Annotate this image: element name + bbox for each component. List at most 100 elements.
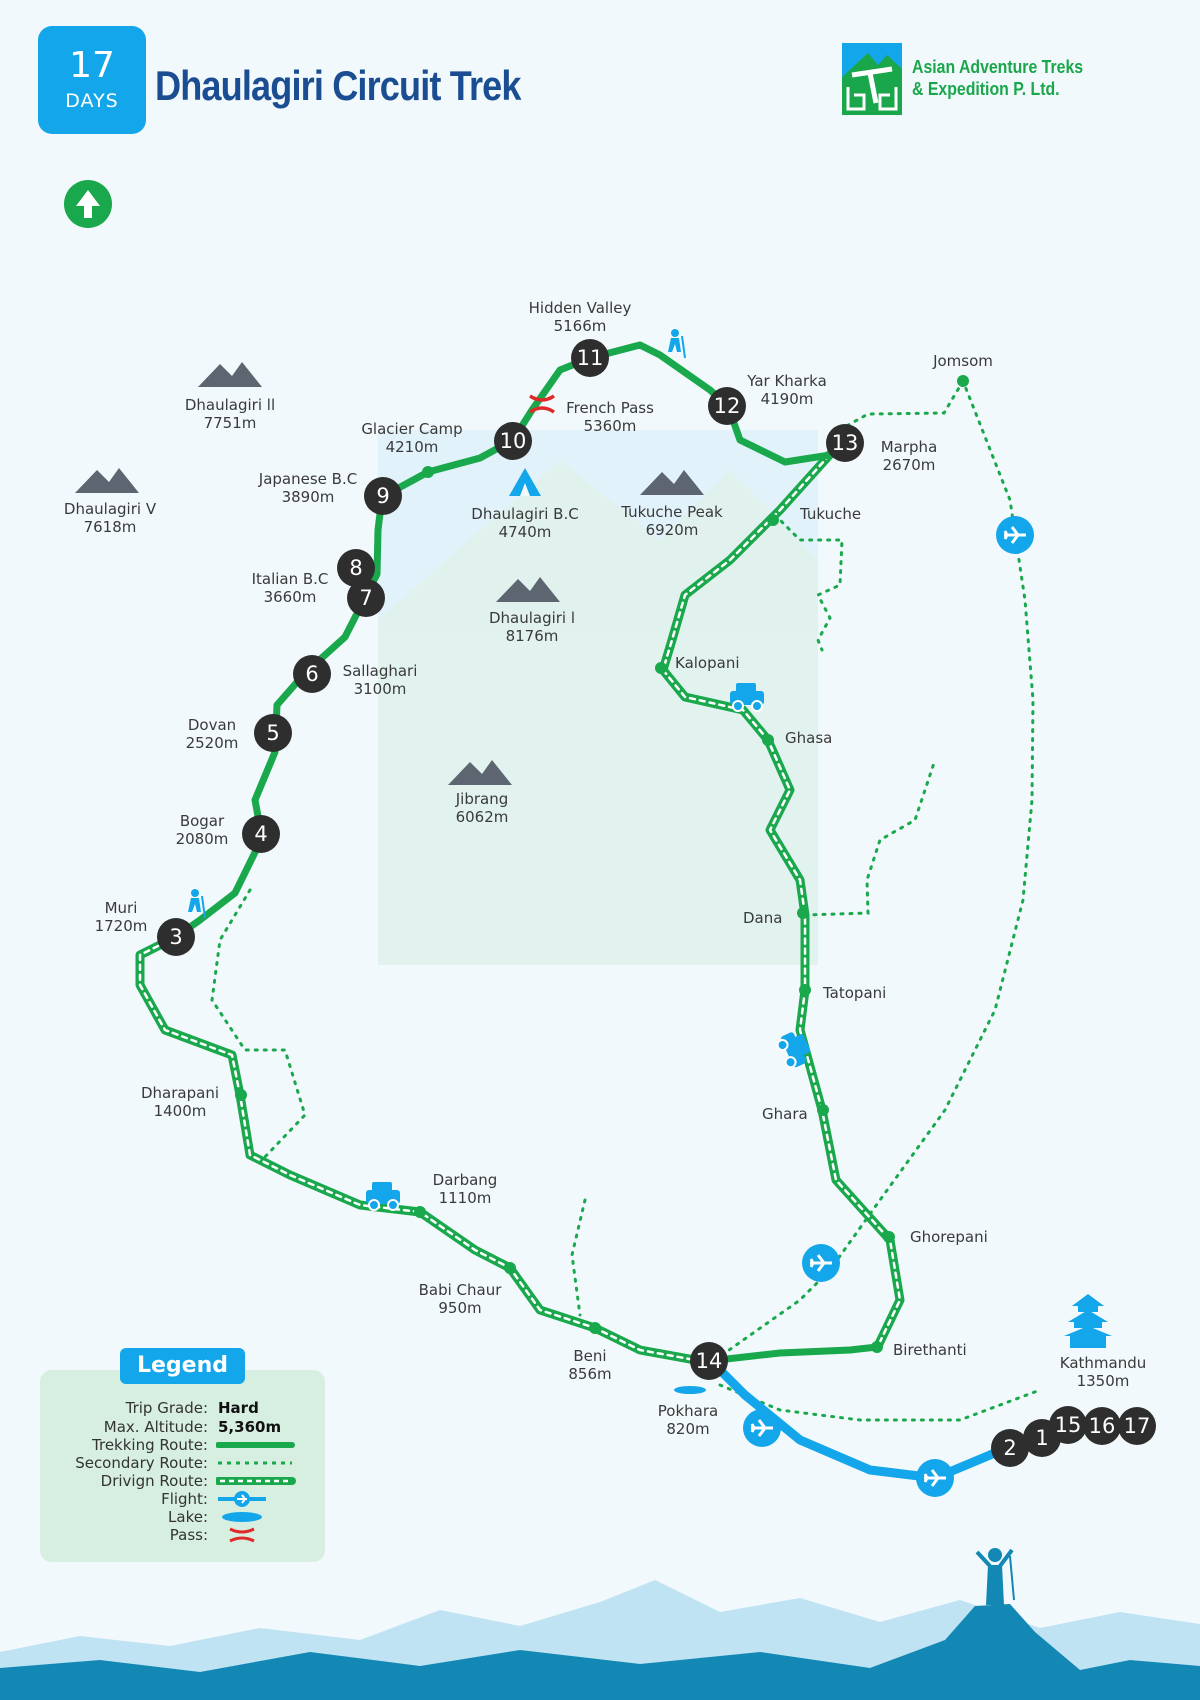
place-label: Dhaulagiri B.C	[471, 505, 578, 523]
place-altitude: 4740m	[499, 523, 552, 541]
place-label: Glacier Camp	[361, 420, 462, 438]
trekker-icon	[188, 889, 206, 919]
tent-icon	[509, 468, 541, 496]
days-label: DAYS	[65, 90, 119, 112]
place-altitude: 3100m	[354, 680, 407, 698]
place-label: Kathmandu	[1060, 1354, 1147, 1372]
legend-title: Legend	[120, 1348, 245, 1384]
mountain-icon	[496, 577, 560, 602]
svg-text:13: 13	[832, 431, 859, 455]
peak-label: Dhaulagiri ll	[185, 396, 275, 414]
svg-text:12: 12	[714, 394, 741, 418]
place-label: Ghasa	[785, 729, 832, 747]
pass-icon	[529, 394, 555, 414]
stop-marker: 11	[571, 339, 609, 377]
driving-route-swatch	[216, 1477, 296, 1485]
lake-icon	[674, 1386, 706, 1394]
company-line-1: Asian Adventure Treks	[912, 57, 1084, 77]
jeep-icon	[366, 1182, 400, 1211]
trekker-icon	[668, 329, 686, 359]
place-altitude: 4190m	[761, 390, 814, 408]
stop-marker: 4	[242, 815, 280, 853]
plane-icon	[996, 516, 1034, 554]
place-label: Japanese B.C	[258, 470, 357, 488]
place-altitude: 820m	[666, 1420, 709, 1438]
place-label: Birethanti	[893, 1341, 967, 1359]
temple-icon	[1064, 1294, 1112, 1348]
place-label: Beni	[573, 1347, 606, 1365]
peak-altitude: 6920m	[646, 521, 699, 539]
driving-route-myagdi	[138, 935, 697, 1362]
peak-label: Tukuche Peak	[620, 503, 723, 521]
company-line-2: & Expedition P. Ltd.	[912, 79, 1060, 99]
peak-altitude: 8176m	[506, 627, 559, 645]
driving-route-kali-gandaki	[661, 438, 902, 1350]
place-label: Tatopani	[822, 984, 886, 1002]
svg-text:4: 4	[254, 822, 267, 846]
place-label: French Pass	[566, 399, 654, 417]
place-label: Italian B.C	[252, 570, 329, 588]
place-altitude: 5360m	[584, 417, 637, 435]
place-label: Jomsom	[932, 352, 993, 370]
secondary-route-beni	[570, 1198, 587, 1317]
place-altitude: 3890m	[282, 488, 335, 506]
legend-key: Pass:	[169, 1526, 208, 1544]
svg-text:3: 3	[169, 925, 182, 949]
legend-row-lake: Lake:	[40, 1508, 325, 1526]
legend-key: Trekking Route:	[92, 1436, 208, 1454]
svg-text:5: 5	[266, 721, 279, 745]
place-altitude: 4210m	[386, 438, 439, 456]
legend-row-flight: Flight:	[40, 1490, 325, 1508]
svg-text:2: 2	[1003, 1436, 1016, 1460]
peak-label: Dhaulagiri l	[489, 609, 575, 627]
plane-icon	[916, 1459, 954, 1497]
legend-key: Max. Altitude:	[103, 1418, 208, 1436]
place-label: Sallaghari	[343, 662, 418, 680]
place-altitude: 1350m	[1077, 1372, 1130, 1390]
place-label: Ghorepani	[910, 1228, 988, 1246]
legend-value: Hard	[218, 1399, 259, 1417]
place-label: Ghara	[762, 1105, 808, 1123]
stop-marker: 8	[337, 549, 375, 587]
peak-altitude: 7751m	[204, 414, 257, 432]
place-altitude: 856m	[568, 1365, 611, 1383]
svg-text:6: 6	[305, 662, 318, 686]
stop-marker: 10	[494, 422, 532, 460]
place-label: Dharapani	[141, 1084, 219, 1102]
company-logo-icon	[842, 43, 902, 115]
secondary-route-muri	[210, 888, 307, 1162]
peak-label: Dhaulagiri V	[64, 500, 157, 518]
legend-row-pass: Pass:	[40, 1526, 325, 1544]
place-label: Dovan	[188, 716, 236, 734]
legend-row-secondary: Secondary Route:	[40, 1454, 325, 1472]
place-label: Bogar	[180, 812, 225, 830]
secondary-route-tukuche	[773, 513, 844, 652]
plane-icon	[743, 1409, 781, 1447]
stop-marker: 5	[254, 714, 292, 752]
secondary-route-jomsom-marpha	[841, 379, 965, 430]
place-label: Dana	[743, 909, 782, 927]
stop-marker: 13	[826, 424, 864, 462]
svg-text:1: 1	[1035, 1426, 1048, 1450]
peak-altitude: 7618m	[84, 518, 137, 536]
legend-panel: Legend Trip Grade: Hard Max. Altitude: 5…	[40, 1348, 325, 1562]
svg-text:9: 9	[376, 484, 389, 508]
flight-route	[705, 1355, 1015, 1483]
legend-row-trip-grade: Trip Grade: Hard	[40, 1399, 325, 1417]
stop-marker: 3	[157, 918, 195, 956]
legend-row-trekking: Trekking Route:	[40, 1436, 325, 1454]
mountain-silhouette	[0, 1604, 1200, 1700]
legend-row-driving: Drivign Route:	[40, 1472, 325, 1490]
secondary-route-swatch	[218, 1461, 292, 1465]
place-label: Marpha	[881, 438, 938, 456]
mountain-icon	[640, 470, 704, 495]
legend-row-max-altitude: Max. Altitude: 5,360m	[40, 1418, 325, 1436]
place-label: Muri	[105, 899, 138, 917]
north-arrow-icon	[64, 180, 112, 228]
stop-marker: 6	[293, 655, 331, 693]
place-altitude: 2080m	[176, 830, 229, 848]
svg-text:7: 7	[359, 586, 372, 610]
stop-marker: 2	[991, 1429, 1029, 1467]
svg-text:17: 17	[1124, 1414, 1151, 1438]
